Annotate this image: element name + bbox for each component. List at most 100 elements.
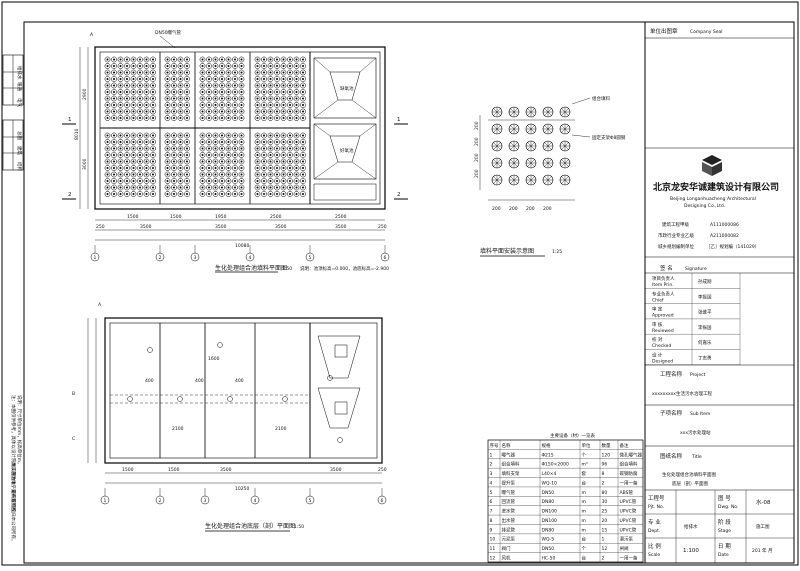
filler-ring	[143, 158, 150, 165]
filler-ring	[117, 178, 124, 184]
filler-core	[256, 147, 259, 150]
filler-core	[152, 141, 154, 143]
filler-ring	[274, 95, 280, 102]
filler-core	[173, 180, 175, 182]
filler-ring	[104, 139, 111, 145]
dwg-no: 水-08	[756, 498, 771, 506]
filler-ring	[267, 132, 274, 139]
filler-core	[234, 110, 236, 113]
filler-ring	[280, 152, 287, 158]
filler-core	[186, 141, 188, 143]
filler-core	[179, 173, 182, 176]
filler-ring	[287, 63, 293, 69]
filler-ring	[143, 171, 150, 178]
filler-ring	[206, 132, 212, 139]
filler-ring	[130, 108, 137, 115]
filler-ring	[274, 132, 280, 139]
filler-ring	[232, 171, 238, 178]
filler-ring	[111, 102, 117, 108]
filler-ring	[111, 139, 117, 145]
dim-label: 3500	[275, 224, 287, 230]
filler-ring	[199, 82, 206, 89]
filler-ring	[219, 165, 225, 171]
filler-ring	[280, 89, 287, 95]
filler-ring	[117, 139, 124, 145]
filler-ring	[261, 102, 267, 108]
filler-ring	[238, 95, 245, 102]
filler-ring	[143, 145, 150, 152]
role-en: Approved	[652, 313, 674, 319]
filler-core	[145, 65, 148, 67]
filler-core	[234, 167, 236, 169]
scale-en: Scale	[648, 552, 660, 558]
filler-ring	[267, 89, 274, 95]
filler-ring	[199, 165, 206, 171]
filler-ring	[238, 171, 245, 178]
table-cell: 15	[602, 527, 608, 533]
filler-core	[282, 58, 285, 61]
filler-core	[173, 134, 175, 137]
filler-ring	[171, 89, 177, 95]
filler-ring	[177, 102, 184, 108]
filler-core	[289, 71, 291, 74]
filler-core	[302, 186, 304, 189]
filler-core	[276, 193, 278, 195]
filler-core	[302, 154, 304, 156]
filler-core	[132, 180, 135, 182]
filler-ring	[267, 56, 274, 63]
filler-ring	[104, 132, 111, 139]
filler-core	[132, 167, 135, 169]
filler-core	[269, 71, 272, 74]
filler-spoke	[510, 179, 515, 184]
filler-ring	[164, 178, 171, 184]
filler-core	[166, 97, 169, 100]
filler-core	[234, 104, 236, 106]
filler-ring	[206, 184, 212, 191]
filler-ring	[117, 132, 124, 139]
filler-ring	[164, 145, 171, 152]
filler-core	[214, 104, 217, 106]
filler-core	[227, 154, 230, 156]
filler-ring	[104, 56, 111, 63]
filler-core	[269, 193, 272, 195]
filler-core	[106, 147, 109, 150]
filler-core	[227, 134, 230, 137]
tank-outline	[94, 46, 386, 210]
filler-core	[256, 58, 259, 61]
filler-core	[289, 134, 291, 137]
dim-label: 400	[195, 378, 204, 384]
plan1-title: 生化处理组合池填料平面图	[215, 264, 287, 272]
filler-ring	[232, 145, 238, 152]
role-cn: 专业负责人	[652, 290, 675, 297]
filler-spoke	[496, 128, 501, 133]
filler-ring	[164, 63, 171, 69]
dim-label: 1500	[168, 467, 180, 473]
filler-ring	[225, 184, 232, 191]
cert-label: 城乡规划编制单位	[658, 243, 694, 250]
filler-spoke	[513, 108, 518, 113]
table-cell: 8	[602, 471, 605, 477]
filler-spoke	[564, 159, 569, 164]
filler-ring	[219, 171, 225, 178]
table-cell: 80	[602, 490, 608, 496]
filler-spoke	[544, 145, 549, 150]
filler-ring	[293, 158, 300, 165]
filler-ring	[238, 69, 245, 76]
dim-label: 2100	[275, 426, 287, 432]
filler-spoke	[513, 162, 518, 167]
filler-core	[145, 180, 148, 182]
filler-ring	[124, 145, 130, 152]
filler-spoke	[564, 111, 569, 116]
filler-core	[173, 154, 175, 156]
filler-core	[289, 91, 291, 93]
filler-spoke	[496, 108, 501, 113]
table-cell: DN100	[542, 509, 558, 515]
filler-core	[282, 167, 285, 169]
filler-ring	[184, 56, 190, 63]
filler-core	[201, 65, 204, 67]
filler-ring	[111, 152, 117, 158]
filler-core	[201, 84, 204, 87]
filler-core	[119, 180, 122, 182]
filler-ring	[124, 108, 130, 115]
filler-ring	[238, 115, 245, 121]
